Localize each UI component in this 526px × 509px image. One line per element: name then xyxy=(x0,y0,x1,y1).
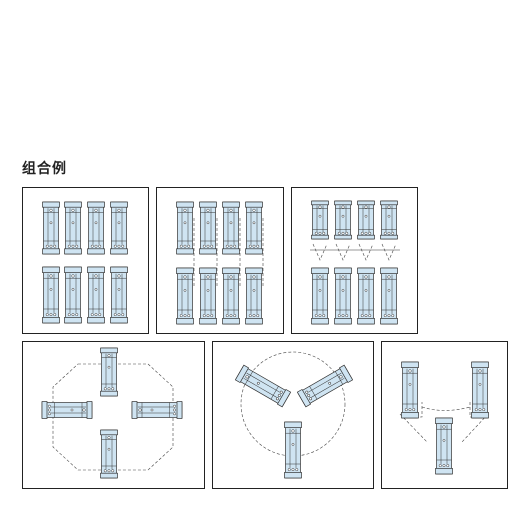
combo-panel-6 xyxy=(381,341,508,489)
combo-panel-5 xyxy=(212,341,374,489)
combo-panel-2 xyxy=(156,187,284,334)
actuator-module xyxy=(100,429,118,479)
actuator-module xyxy=(311,200,329,240)
actuator-module xyxy=(234,364,292,408)
combo-panel-4 xyxy=(22,341,205,489)
actuator-module xyxy=(284,421,302,479)
module-group xyxy=(42,201,128,324)
actuator-module xyxy=(401,361,419,419)
actuator-module xyxy=(176,267,194,325)
actuator-module xyxy=(41,401,93,419)
actuator-module xyxy=(245,201,263,255)
combo-diagram-5 xyxy=(234,351,354,479)
actuator-module xyxy=(64,266,82,324)
combo-panel-3 xyxy=(291,187,418,334)
actuator-module xyxy=(222,201,240,255)
combo-diagram-2 xyxy=(176,201,264,325)
actuator-module xyxy=(222,267,240,325)
actuator-module xyxy=(100,347,118,397)
actuator-module xyxy=(199,201,217,255)
actuator-module xyxy=(87,266,105,324)
actuator-module xyxy=(296,364,354,408)
actuator-module xyxy=(380,200,398,240)
actuator-module xyxy=(110,201,128,255)
actuator-module xyxy=(131,401,183,419)
combo-diagram-6 xyxy=(399,361,489,475)
actuator-module xyxy=(87,201,105,255)
actuator-module xyxy=(334,267,352,325)
actuator-module xyxy=(42,266,60,324)
combo-diagram-4 xyxy=(41,347,183,479)
actuator-module xyxy=(42,201,60,255)
actuator-module xyxy=(334,200,352,240)
actuator-module xyxy=(110,266,128,324)
actuator-module xyxy=(435,417,453,475)
page-title: 组合例 xyxy=(22,161,67,177)
actuator-module xyxy=(64,201,82,255)
actuator-module xyxy=(311,267,329,325)
actuator-module xyxy=(357,267,375,325)
actuator-module xyxy=(176,201,194,255)
combo-panel-1 xyxy=(22,187,149,334)
combo-diagram-1 xyxy=(42,201,128,324)
combo-diagram-3 xyxy=(310,200,400,325)
actuator-module xyxy=(357,200,375,240)
actuator-module xyxy=(471,361,489,419)
actuator-module xyxy=(199,267,217,325)
actuator-module xyxy=(245,267,263,325)
actuator-module xyxy=(380,267,398,325)
